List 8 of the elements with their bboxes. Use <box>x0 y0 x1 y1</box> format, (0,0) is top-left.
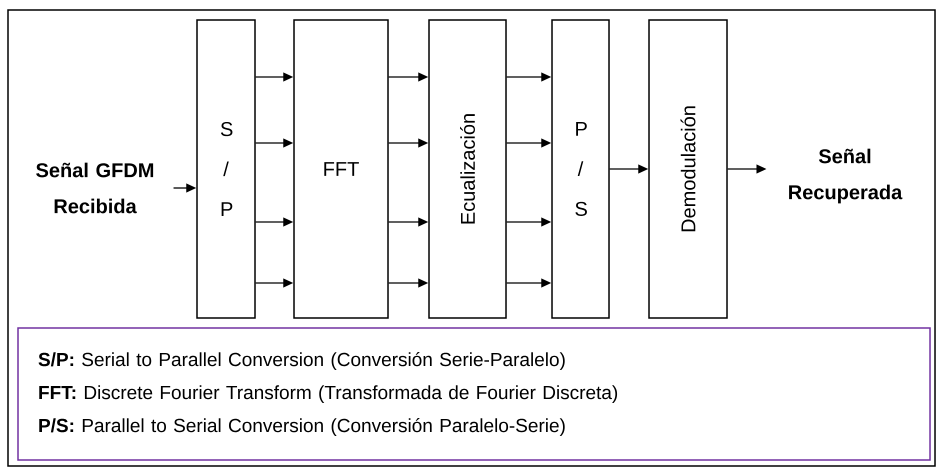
process-block: S / P <box>196 19 256 319</box>
process-block: Demodulación <box>648 19 728 319</box>
legend-box: S/P: Serial to Parallel Conversion (Conversión Serie-Paralelo) FFT: Discrete Fourier Transform (Transformada de Fourier Discreta) P/S: Parallel to Serial Conversion (Conversión Paralelo-Serie) <box>17 327 931 461</box>
process-block: FFT <box>293 19 389 319</box>
signal-label: Señal Recuperada <box>789 148 902 204</box>
process-block: Ecualización <box>428 19 507 319</box>
process-block: P / S <box>551 19 610 319</box>
signal-label: Señal GFDM Recibida <box>36 162 154 214</box>
